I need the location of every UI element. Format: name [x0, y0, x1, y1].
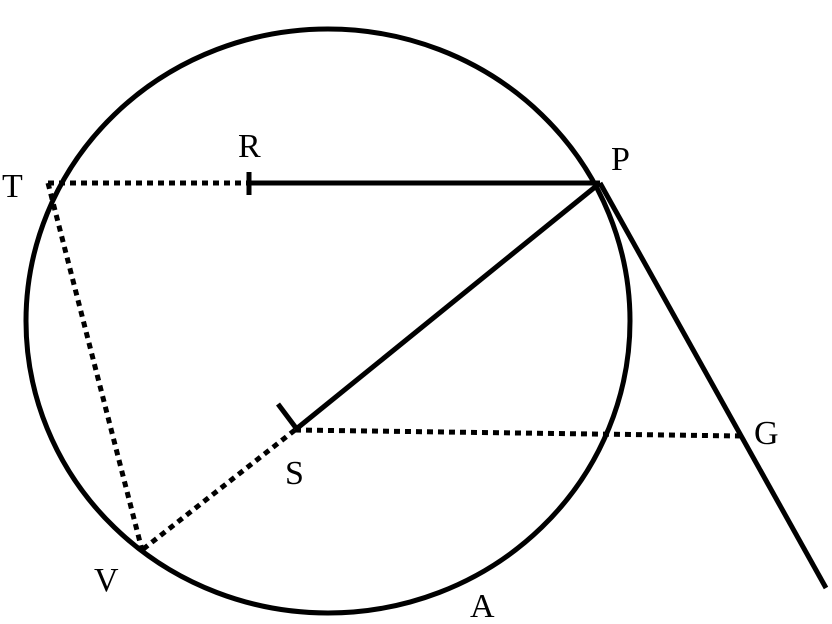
segment-ps	[293, 181, 602, 432]
label-r: R	[238, 128, 261, 165]
dotted-segment-tv	[45, 182, 145, 551]
label-g: G	[754, 415, 779, 452]
label-p: P	[611, 141, 630, 178]
label-t: T	[2, 168, 23, 205]
dotted-segment-sv	[140, 428, 297, 552]
tangent-line	[597, 181, 829, 590]
tick-s	[276, 402, 298, 430]
dotted-segment-sg	[294, 427, 743, 439]
label-s: S	[285, 455, 304, 492]
label-v: V	[94, 562, 119, 599]
label-a: A	[470, 588, 495, 624]
circle	[23, 26, 633, 616]
